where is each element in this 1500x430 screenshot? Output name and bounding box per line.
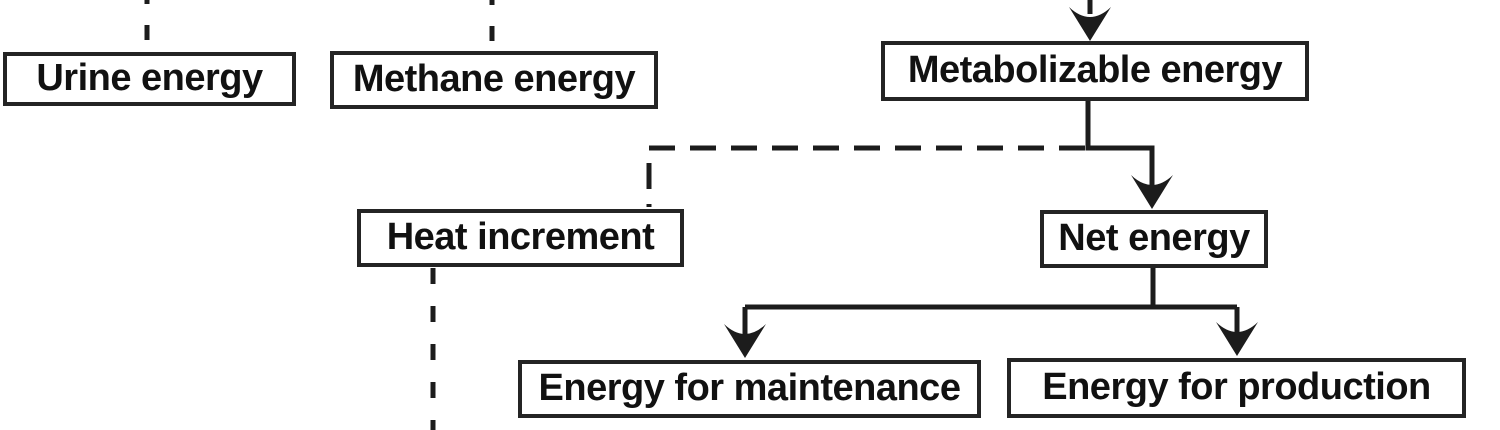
edge-solid-net-to-maintenance-and-production [724, 265, 1258, 358]
node-urine-energy-label: Urine energy [36, 56, 263, 99]
node-heat-increment-label: Heat increment [386, 215, 655, 258]
node-methane-energy: Methane energy [330, 51, 658, 109]
arrowhead-icon [1216, 322, 1258, 356]
arrowhead-icon [724, 324, 766, 358]
node-urine-energy: Urine energy [3, 52, 296, 106]
arrowhead-icon [1069, 7, 1111, 41]
node-energy-for-production: Energy for production [1007, 358, 1466, 418]
node-energy-for-maintenance: Energy for maintenance [518, 360, 981, 418]
edge-solid-metabolizable-to-net [1085, 98, 1173, 209]
node-metabolizable-energy: Metabolizable energy [881, 41, 1309, 101]
node-methane-energy-label: Methane energy [352, 57, 636, 100]
arrowhead-icon [1131, 175, 1173, 209]
node-energy-for-maintenance-label: Energy for maintenance [538, 366, 961, 409]
node-net-energy-label: Net energy [1058, 216, 1250, 259]
edge-solid-top-to-metabolizable [1069, 0, 1111, 41]
node-net-energy: Net energy [1040, 210, 1268, 268]
edge-dashed-metabolizable-to-heat [646, 145, 1085, 207]
node-heat-increment: Heat increment [357, 209, 684, 267]
node-energy-for-production-label: Energy for production [1042, 365, 1431, 408]
node-metabolizable-energy-label: Metabolizable energy [907, 48, 1283, 91]
